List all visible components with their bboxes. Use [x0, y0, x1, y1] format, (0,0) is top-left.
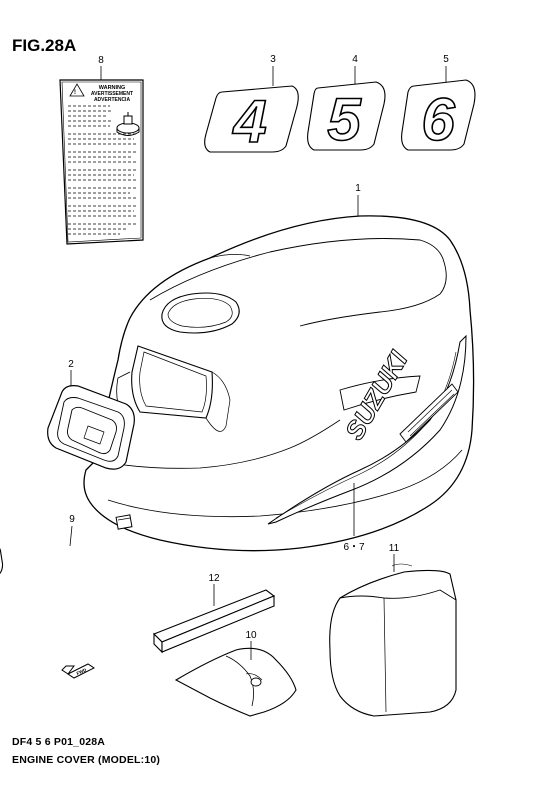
- figure-title: FIG.28A: [12, 36, 77, 55]
- callout-4: 4: [352, 54, 358, 65]
- warning-title-text: WARNING: [99, 85, 126, 91]
- callout-2: 2: [68, 359, 74, 370]
- callout-labels: 8 3 4 5 1 2 6・7 9 12 10 11: [68, 54, 449, 641]
- callout-9: 9: [69, 514, 75, 525]
- callout-10: 10: [245, 630, 257, 641]
- warning-sub2-text: ADVERTENCIA: [94, 97, 131, 103]
- leader-lines: [70, 66, 446, 660]
- warning-sub1-text: AVERTISSEMENT: [91, 91, 133, 97]
- cover-bag-part: [330, 564, 456, 716]
- decal-5-glyph: 5: [327, 86, 362, 153]
- number-decal-5: 5: [308, 82, 385, 154]
- parts-bag: [176, 648, 296, 716]
- callout-8: 8: [98, 55, 104, 66]
- callout-5: 5: [443, 54, 449, 65]
- seal-grommet-part: [48, 386, 135, 470]
- number-decal-6: 6: [402, 80, 475, 154]
- fwd-arrow-label: FWD: [62, 664, 94, 678]
- decal-4-glyph: 4: [232, 88, 266, 155]
- number-decal-4: 4: [205, 86, 299, 156]
- svg-text:!: !: [74, 90, 76, 96]
- emblem-part: [0, 544, 6, 590]
- callout-12: 12: [208, 573, 220, 584]
- figure-caption: ENGINE COVER (MODEL:10): [12, 754, 161, 766]
- callout-1: 1: [355, 183, 361, 194]
- decal-6-glyph: 6: [421, 86, 455, 153]
- callout-11: 11: [389, 543, 400, 554]
- figure-code: DF4 5 6 P01_028A: [12, 736, 106, 748]
- strip-part: [154, 590, 274, 652]
- warning-label-part: ! WARNING AVERTISSEMENT ADVERTENCIA: [60, 80, 143, 244]
- callout-3: 3: [270, 54, 276, 65]
- fwd-text: FWD: [76, 667, 88, 676]
- callout-6-7: 6・7: [343, 542, 365, 553]
